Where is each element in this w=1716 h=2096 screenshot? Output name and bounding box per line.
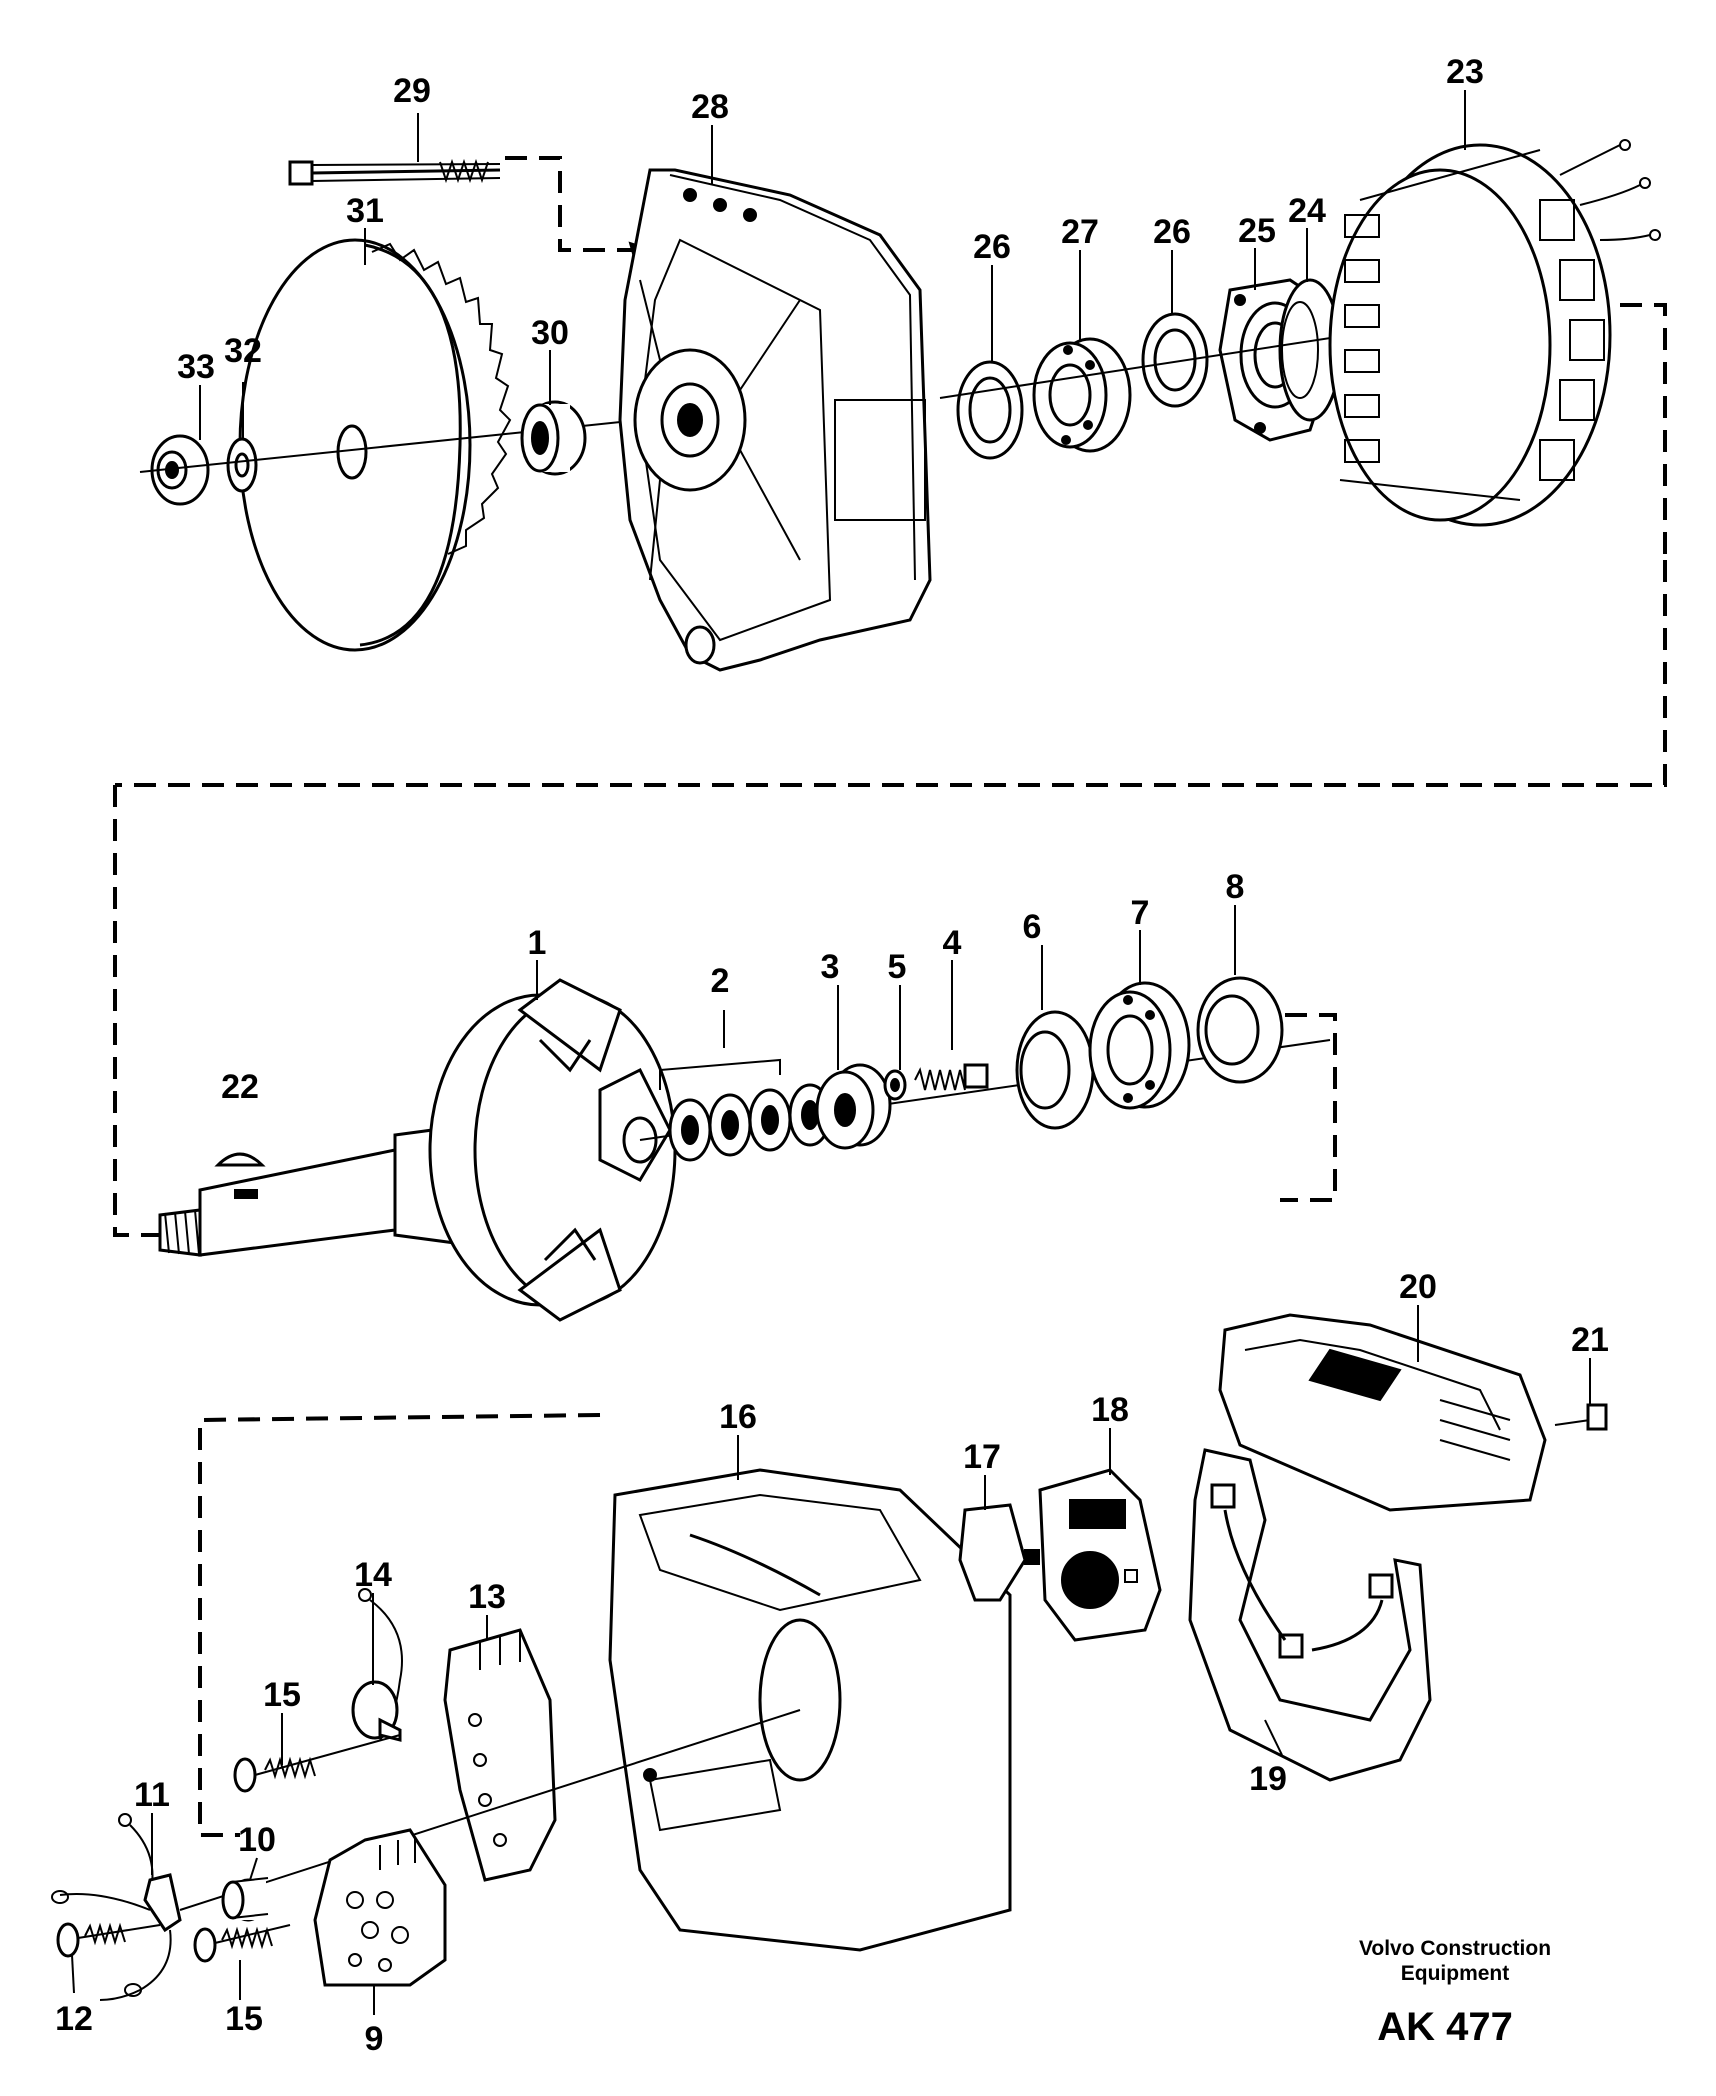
part-label-31: 31 (346, 192, 384, 230)
screw-4 (914, 1063, 989, 1091)
part-label-24: 24 (1288, 192, 1326, 230)
guide-line-middle-right (1280, 1013, 1337, 1202)
capacitor-14 (351, 1588, 403, 1742)
leader-lines (71, 90, 1591, 2015)
part-labels: 29 28 23 31 26 27 26 25 24 30 33 32 1 2 … (55, 53, 1609, 2058)
cover-20 (1218, 1313, 1547, 1512)
part-label-20: 20 (1399, 1268, 1437, 1306)
part-label-17: 17 (963, 1438, 1001, 1476)
rotor-1 (158, 978, 677, 1322)
part-label-16: 16 (719, 1398, 757, 1436)
part-label-19: 19 (1249, 1760, 1287, 1798)
bearing-27 (1032, 337, 1132, 453)
part-label-18: 18 (1091, 1391, 1129, 1429)
screw-21 (1554, 1403, 1608, 1431)
part-label-27: 27 (1061, 213, 1099, 251)
part-label-22: 22 (221, 1068, 259, 1106)
part-label-23: 23 (1446, 53, 1484, 91)
guide-line-stator (1620, 303, 1667, 560)
part-label-7: 7 (1131, 894, 1150, 932)
end-shield-28 (618, 168, 932, 672)
bolt-29 (288, 158, 501, 186)
part-label-29: 29 (393, 72, 431, 110)
washer-32 (226, 437, 258, 493)
part-label-3: 3 (821, 948, 840, 986)
part-label-14: 14 (354, 1556, 392, 1594)
screw-15b (193, 1924, 291, 1963)
seal-26a (956, 360, 1024, 460)
key-22 (214, 1152, 266, 1167)
guide-line-top-to-middle (115, 560, 1667, 787)
part-label-1: 1 (528, 924, 547, 962)
bracket-19 (1188, 1448, 1432, 1782)
part-label-15a: 15 (263, 1676, 301, 1714)
part-label-26a: 26 (973, 228, 1011, 266)
terminal-11 (51, 1813, 182, 2001)
screw-12 (56, 1922, 161, 1958)
bottom-assembly (51, 1313, 1608, 2001)
spacer-10 (221, 1877, 269, 1922)
part-label-10: 10 (238, 1821, 276, 1859)
part-label-13: 13 (468, 1578, 506, 1616)
part-label-9: 9 (365, 2020, 384, 2058)
fan-31 (238, 238, 512, 652)
screw-15a (233, 1734, 401, 1793)
diode-holder-9 (313, 1828, 447, 1987)
middle-assembly (113, 785, 1337, 1322)
part-label-32: 32 (224, 332, 262, 370)
seal-26b (1141, 312, 1209, 408)
spacer-3 (815, 1063, 892, 1150)
spacer-30 (520, 400, 587, 476)
regulator-17 (958, 1503, 1040, 1602)
seal-8 (1196, 976, 1284, 1084)
rectifier-13 (443, 1628, 557, 1882)
part-label-11: 11 (134, 1776, 170, 1814)
part-label-26b: 26 (1153, 213, 1191, 251)
top-assembly (115, 139, 1667, 787)
guide-line-29 (505, 156, 640, 252)
part-label-28: 28 (691, 88, 729, 126)
part-label-5: 5 (888, 948, 907, 986)
part-label-33: 33 (177, 348, 215, 386)
guide-line-left-middle (113, 785, 160, 1237)
stator-23 (1328, 139, 1661, 527)
credit-line-2: Equipment (1401, 1962, 1510, 1985)
part-label-25: 25 (1238, 212, 1276, 250)
part-label-4: 4 (943, 924, 962, 962)
plate-18 (1038, 1468, 1162, 1642)
housing-16 (608, 1468, 1012, 1952)
part-label-6: 6 (1023, 908, 1042, 946)
guide-line-bottom-left (198, 1413, 601, 1837)
part-label-8: 8 (1226, 868, 1245, 906)
drawing-code: AK 477 (1377, 2005, 1513, 2049)
credit-block: Volvo Construction Equipment AK 477 (1359, 1937, 1551, 2049)
seal-6 (1015, 1010, 1095, 1130)
slip-rings-2 (659, 1058, 832, 1162)
part-label-21: 21 (1571, 1321, 1609, 1359)
axis-line-bottom (179, 1709, 801, 1911)
credit-line-1: Volvo Construction (1359, 1937, 1551, 1960)
part-label-15b: 15 (225, 2000, 263, 2038)
washer-5 (883, 1069, 907, 1101)
part-label-2: 2 (711, 962, 730, 1000)
part-label-12: 12 (55, 2000, 93, 2038)
part-label-30: 30 (531, 314, 569, 352)
bearing-7 (1088, 981, 1191, 1110)
